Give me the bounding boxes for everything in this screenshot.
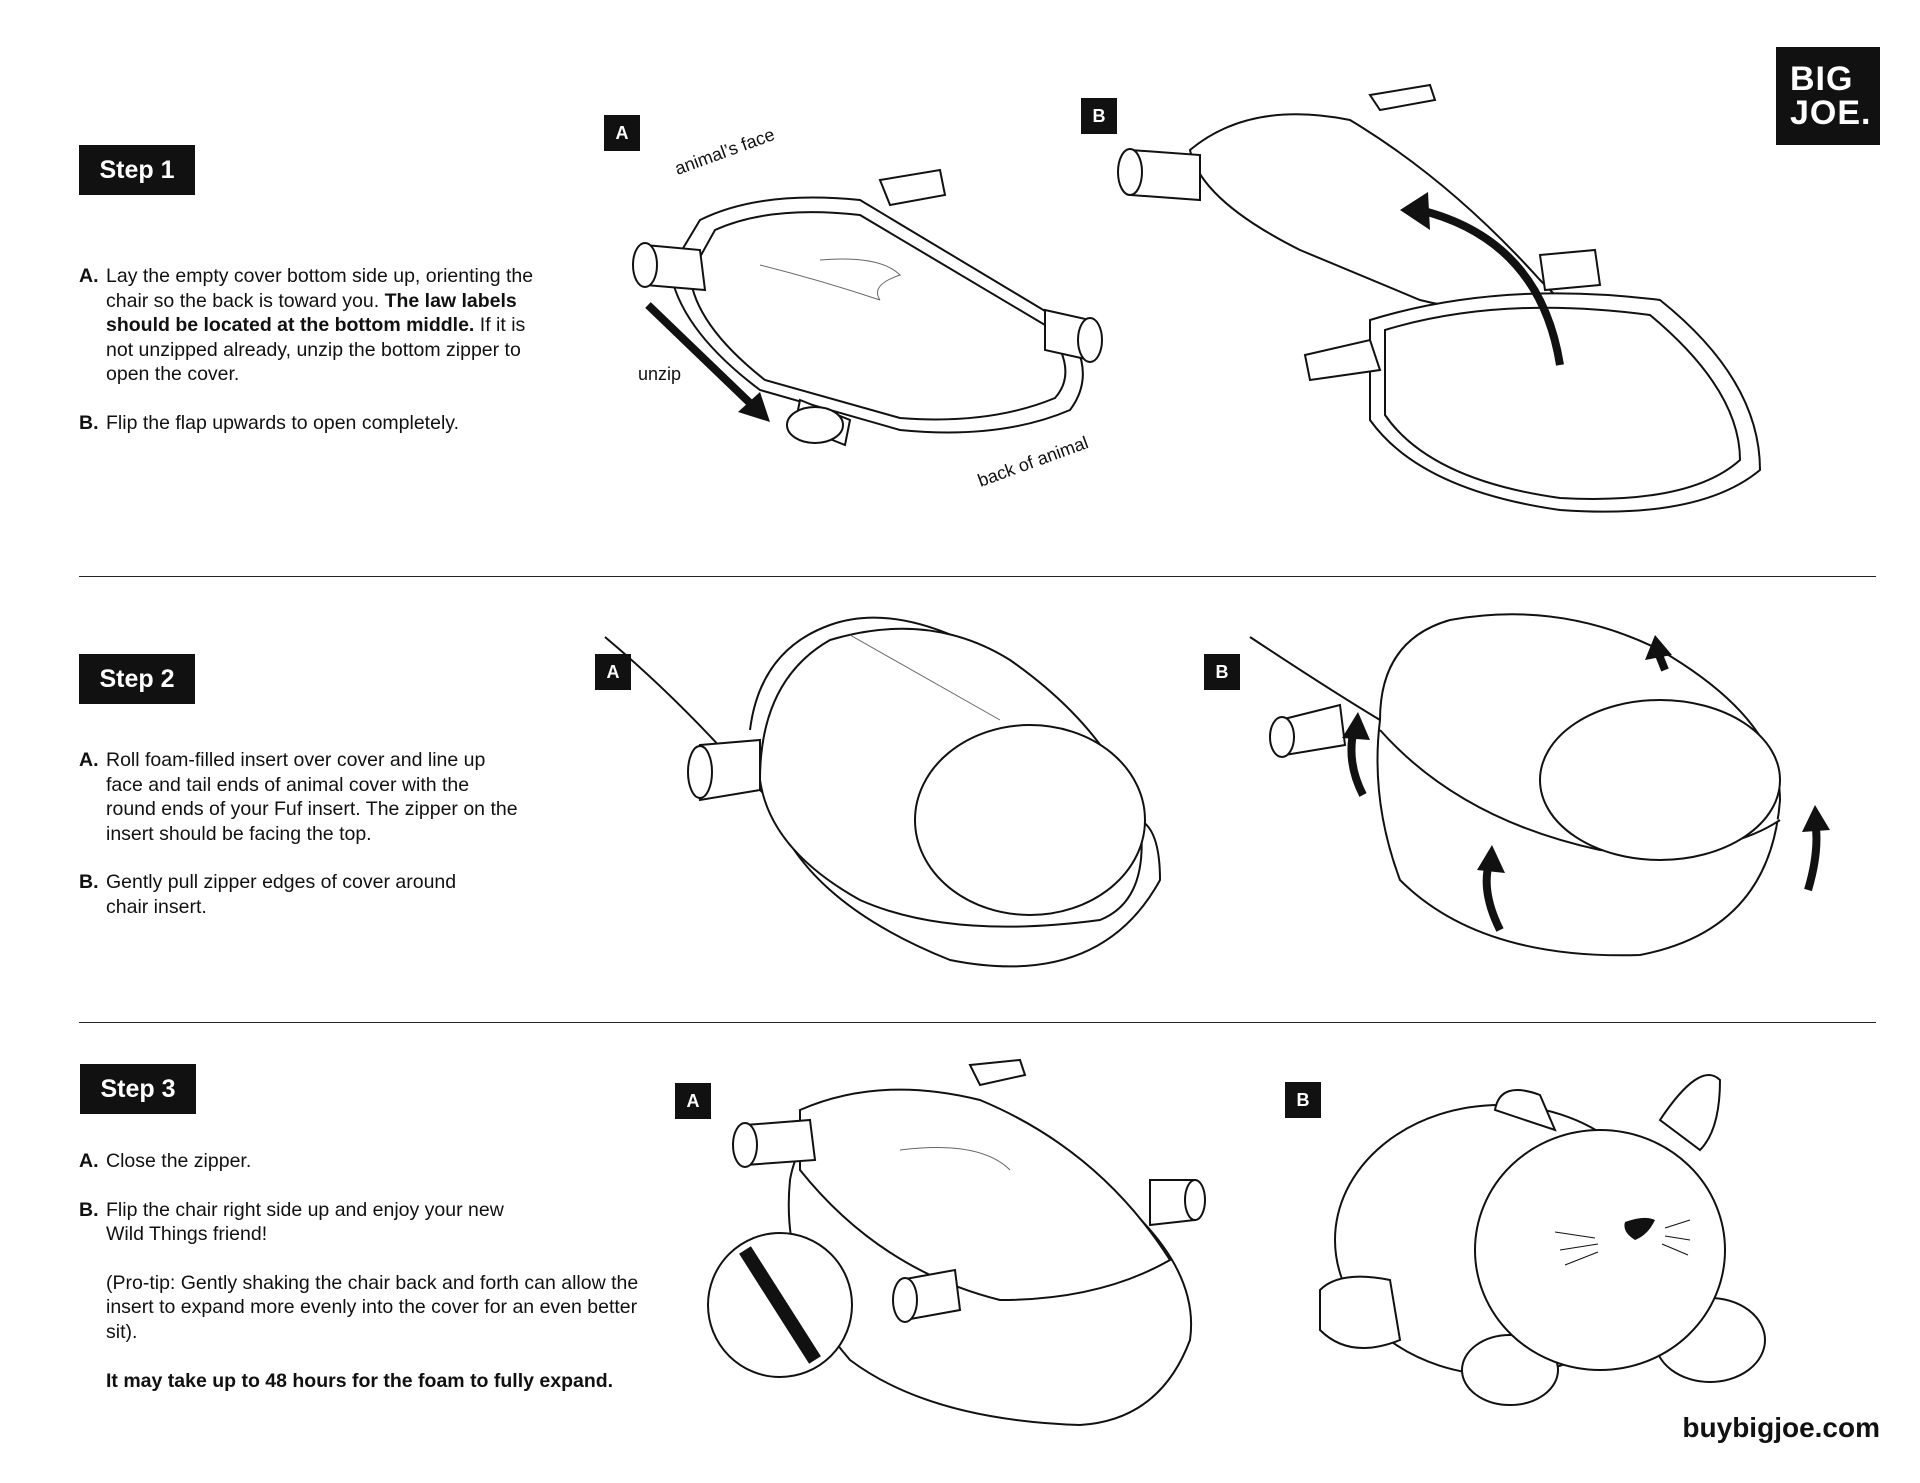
- item-letter: B.: [79, 871, 99, 894]
- item-letter: A.: [79, 1150, 99, 1172]
- item-text-cont: If it is not unzipped already, unzip the…: [106, 314, 526, 386]
- step-2-heading: Step 2: [79, 654, 195, 704]
- step1a-cover-illustration: [632, 168, 1103, 447]
- section-divider: [79, 576, 1876, 577]
- figure-label-2a: A: [595, 654, 631, 690]
- step2b-pull-cover-illustration: [1249, 613, 1830, 957]
- step-3-heading: Step 3: [80, 1064, 196, 1114]
- step-3-item-b: B. Flip the chair right side up and enjo…: [79, 1198, 659, 1394]
- step-1-heading: Step 1: [79, 145, 195, 195]
- figure-label-1b: B: [1081, 98, 1117, 134]
- item-letter: B.: [79, 1198, 99, 1221]
- step3b-cat-chair-illustration: [1319, 1074, 1766, 1406]
- step-3-item-a: A. Close the zipper.: [79, 1149, 659, 1174]
- figure-label-3b: B: [1285, 1082, 1321, 1118]
- step-2-instructions: A. Roll foam-filled insert over cover an…: [79, 748, 519, 944]
- section-divider: [79, 1022, 1876, 1023]
- website-url: buybigjoe.com: [1682, 1412, 1880, 1443]
- item-text: Flip the chair right side up and enjoy y…: [106, 1198, 504, 1246]
- annotation-unzip: unzip: [638, 364, 682, 384]
- figure-label-2b: B: [1204, 654, 1240, 690]
- item-text: Gently pull zipper edges of cover around…: [106, 871, 457, 918]
- step-3-instructions: A. Close the zipper. B. Flip the chair r…: [79, 1149, 659, 1417]
- item-letter: A.: [79, 265, 99, 287]
- item-bold-text: The law labels should be located at the …: [106, 289, 517, 337]
- step-2-item-b: B. Gently pull zipper edges of cover aro…: [79, 870, 519, 919]
- expansion-warning: It may take up to 48 hours for the foam …: [106, 1369, 614, 1392]
- step-1-item-a: A. Lay the empty cover bottom side up, o…: [79, 264, 539, 387]
- item-text: Close the zipper.: [106, 1150, 252, 1172]
- step2a-roll-insert-illustration: [604, 616, 1162, 968]
- step-1-instructions: A. Lay the empty cover bottom side up, o…: [79, 264, 539, 460]
- item-letter: A.: [79, 749, 99, 771]
- item-text: Flip the flap upwards to open completely…: [106, 411, 459, 434]
- step-2-item-a: A. Roll foam-filled insert over cover an…: [79, 748, 519, 846]
- item-text: Lay the empty cover bottom side up, orie…: [106, 265, 534, 312]
- item-text: Roll foam-filled insert over cover and l…: [106, 749, 518, 845]
- figure-label-1a: A: [604, 115, 640, 151]
- big-joe-logo: BIG JOE.: [1776, 47, 1880, 145]
- item-letter: B.: [79, 411, 99, 434]
- step1b-flap-illustration: [1117, 83, 1762, 513]
- step-1-item-b: B. Flip the flap upwards to open complet…: [79, 411, 539, 436]
- logo-line-1: BIG: [1790, 60, 1854, 98]
- figure-label-3a: A: [675, 1083, 711, 1119]
- step3a-zipped-illustration: [707, 1058, 1206, 1427]
- pro-tip-text: (Pro-tip: Gently shaking the chair back …: [106, 1271, 639, 1343]
- logo-line-2: JOE.: [1790, 94, 1872, 132]
